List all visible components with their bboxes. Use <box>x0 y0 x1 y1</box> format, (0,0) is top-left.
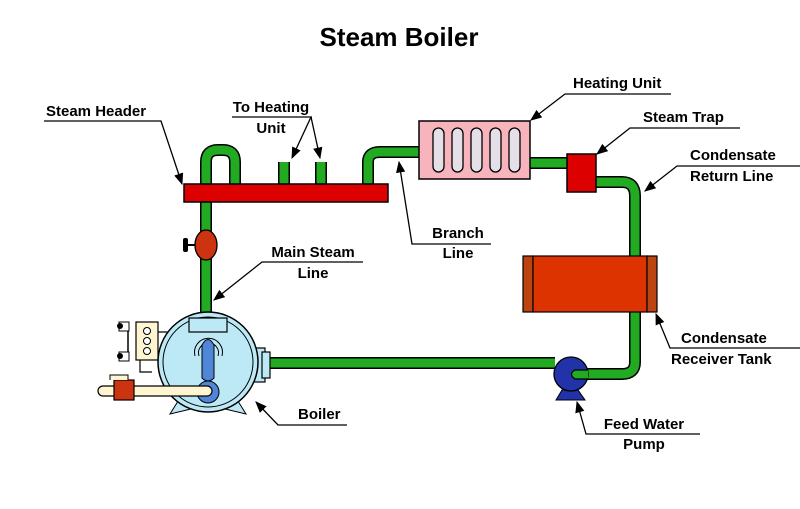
branch-line-pipe <box>362 146 425 188</box>
label-to-heating-unit-line2: Unit <box>256 120 285 137</box>
label-branch-line2: Line <box>443 245 474 262</box>
label-heating-unit: Heating Unit <box>573 75 661 92</box>
pipe-network <box>200 144 641 380</box>
label-steam-trap: Steam Trap <box>643 109 724 126</box>
main-steam-valve <box>183 229 218 261</box>
boiler <box>97 311 271 415</box>
feed-water-pump <box>553 356 589 401</box>
steam-trap <box>566 153 597 193</box>
label-to-heating-unit-line1: To Heating <box>233 99 309 116</box>
label-feed-water-pump2: Pump <box>623 436 665 453</box>
leader-lines <box>44 93 800 435</box>
label-feed-water-pump1: Feed Water <box>604 416 684 433</box>
steam-header <box>183 183 389 203</box>
label-main-steam-line1: Main Steam <box>271 244 354 261</box>
label-steam-header: Steam Header <box>46 103 146 120</box>
condensate-receiver-tank <box>522 255 658 313</box>
label-branch-line1: Branch <box>432 225 484 242</box>
labels: Steam Header To Heating Unit Heating Uni… <box>46 75 776 453</box>
heating-unit <box>418 120 531 180</box>
label-main-steam-line2: Line <box>298 265 329 282</box>
label-boiler: Boiler <box>298 406 341 423</box>
label-condensate-return-line2: Return Line <box>690 168 773 185</box>
label-condensate-receiver-tank2: Receiver Tank <box>671 351 772 368</box>
condensate-return-line-pipe <box>595 176 641 256</box>
label-condensate-return-line1: Condensate <box>690 147 776 164</box>
diagram-title: Steam Boiler <box>320 22 479 52</box>
label-condensate-receiver-tank1: Condensate <box>681 330 767 347</box>
